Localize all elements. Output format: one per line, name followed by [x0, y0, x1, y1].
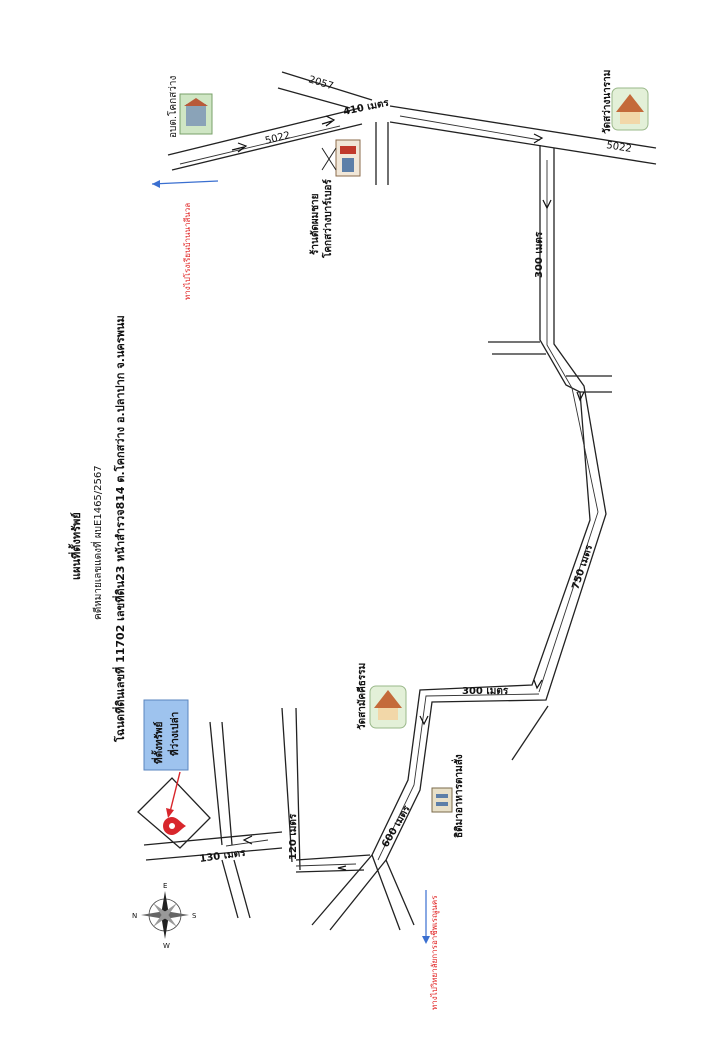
road-5022-left-edge: [171, 123, 363, 171]
temple-top-roof: [616, 94, 644, 112]
distance-labels: 410 เมตร 300 เมตร 750 เมตร 300 เมตร 600 …: [199, 97, 595, 865]
road-2057-edge: [277, 87, 351, 109]
building-icon-window-2: [436, 802, 448, 806]
title-line-3: โฉนดที่ดินเลขที่ 11702 เลขที่ดิน23 หน้าส…: [112, 315, 127, 743]
school-label: อบต.โคกสว่าง: [166, 76, 179, 138]
distance-300-top: 300 เมตร: [534, 231, 545, 278]
label-5022-right: 5022: [606, 140, 633, 155]
direction-to-school: ทางไปโรงเรียนบ้านนาสีนวล: [182, 203, 192, 300]
location-pin-icon: [163, 817, 186, 835]
title-block: แผนที่ตั้งทรัพย์ คดีหมายเลขแดงที่ ผบE146…: [68, 315, 127, 743]
compass-n: N: [132, 912, 137, 920]
direction-line-410: [399, 115, 541, 141]
arrow-600: [337, 865, 347, 871]
blue-arrows: [151, 180, 430, 944]
direction-to-college: ทางไปวิทยาลัยการอาชีพเรณูนคร: [430, 895, 440, 1010]
compass-e: E: [163, 882, 167, 890]
building-landmark: ธิติมาอาหารตามสั่ง: [431, 754, 465, 838]
property-parcel: [137, 777, 211, 849]
property-label-box: [143, 699, 189, 771]
arrow-5022-right: [321, 115, 336, 127]
route-direction-lines: [179, 115, 599, 867]
road-2057: [281, 71, 373, 101]
main-route-west-edge: [311, 145, 591, 926]
road-120-vertical: [281, 707, 301, 871]
building-icon: [431, 787, 453, 813]
temple-mid-body: [378, 708, 398, 720]
property-marker: ที่ตั้งทรัพย์ ที่ว่างเปล่า: [143, 699, 189, 835]
property-pointer-line: [169, 771, 181, 813]
property-label-1: ที่ตั้งทรัพย์: [151, 721, 165, 764]
blue-arrow-to-school: [151, 180, 219, 185]
road-5022-right-edge: [389, 121, 657, 165]
arrow-410: [533, 133, 544, 144]
road-5022-left: [167, 107, 361, 156]
side-road-left-300: [488, 341, 546, 355]
barber-shop-label-2: โคกสว่างบาร์เบอร์: [321, 179, 334, 259]
arrow-down-300: [542, 199, 552, 210]
direction-line-120: [295, 863, 357, 867]
school-landmark: อบต.โคกสว่าง: [166, 76, 213, 138]
arrow-down-mid: [419, 715, 429, 726]
property-label-2: ที่ว่างเปล่า: [167, 712, 181, 756]
barber-shop-awning: [340, 146, 356, 154]
property-pointer-head: [166, 808, 174, 818]
barber-shop-label-1: ร้านตัดผมชาย: [309, 193, 321, 255]
road-120: [295, 854, 371, 873]
barber-shop-landmark: ร้านตัดผมชาย โคกสว่างบาร์เบอร์: [309, 139, 361, 259]
road-130: [143, 831, 283, 861]
title-line-2: คดีหมายเลขแดงที่ ผบE1465/2567: [90, 465, 104, 620]
direction-line-5022: [179, 125, 341, 165]
building-label: ธิติมาอาหารตามสั่ง: [451, 754, 465, 838]
compass-w: W: [163, 942, 170, 950]
main-route-east-edge: [329, 148, 607, 931]
temple-mid-roof: [374, 690, 402, 708]
temple-top-landmark: วัดสว่างนาราม: [601, 70, 649, 134]
road-5022-right: [389, 105, 657, 149]
temple-top-body: [620, 112, 640, 124]
compass-needle-diag-2: [153, 903, 177, 927]
label-2057: 2057: [307, 74, 335, 92]
temple-mid-label: วัดสามัคคีธรรม: [356, 663, 368, 730]
road-to-college: [371, 854, 415, 931]
route-arrows: [231, 115, 585, 871]
road-network: [137, 71, 657, 931]
direction-line-130: [225, 839, 269, 847]
compass-s: S: [192, 912, 197, 920]
temple-mid-landmark: วัดสามัคคีธรรม: [356, 663, 407, 730]
direction-line-300-mid: [377, 693, 540, 861]
barber-shop-window: [342, 158, 354, 172]
property-crossroad-south: [221, 859, 251, 919]
road-spur-vertical: [375, 122, 389, 185]
distance-120: 120 เมตร: [288, 813, 299, 860]
distance-410: 410 เมตร: [342, 97, 390, 118]
blue-arrow-to-school-head: [152, 180, 160, 188]
arrow-bend-300: [576, 391, 585, 402]
distance-300-mid: 300 เมตร: [462, 686, 509, 697]
building-icon-window-1: [436, 794, 448, 798]
side-road-750: [511, 705, 549, 761]
arrow-130: [242, 835, 253, 845]
temple-top-label: วัดสว่างนาราม: [601, 70, 613, 134]
school-icon-roof: [184, 98, 208, 106]
direction-line-300-top: [546, 160, 599, 513]
school-icon-building: [186, 104, 206, 126]
arrow-750: [533, 679, 543, 690]
title-line-1: แผนที่ตั้งทรัพย์: [68, 512, 83, 580]
property-crossroad-north: [209, 721, 233, 846]
direction-line-750: [538, 511, 599, 693]
arrow-5022-left: [231, 142, 248, 153]
compass-rose-icon: E W N S: [132, 882, 197, 950]
blue-arrow-to-college-head: [422, 936, 430, 944]
barber-scissors-icon: [321, 147, 337, 171]
side-road-right-300: [566, 375, 612, 393]
